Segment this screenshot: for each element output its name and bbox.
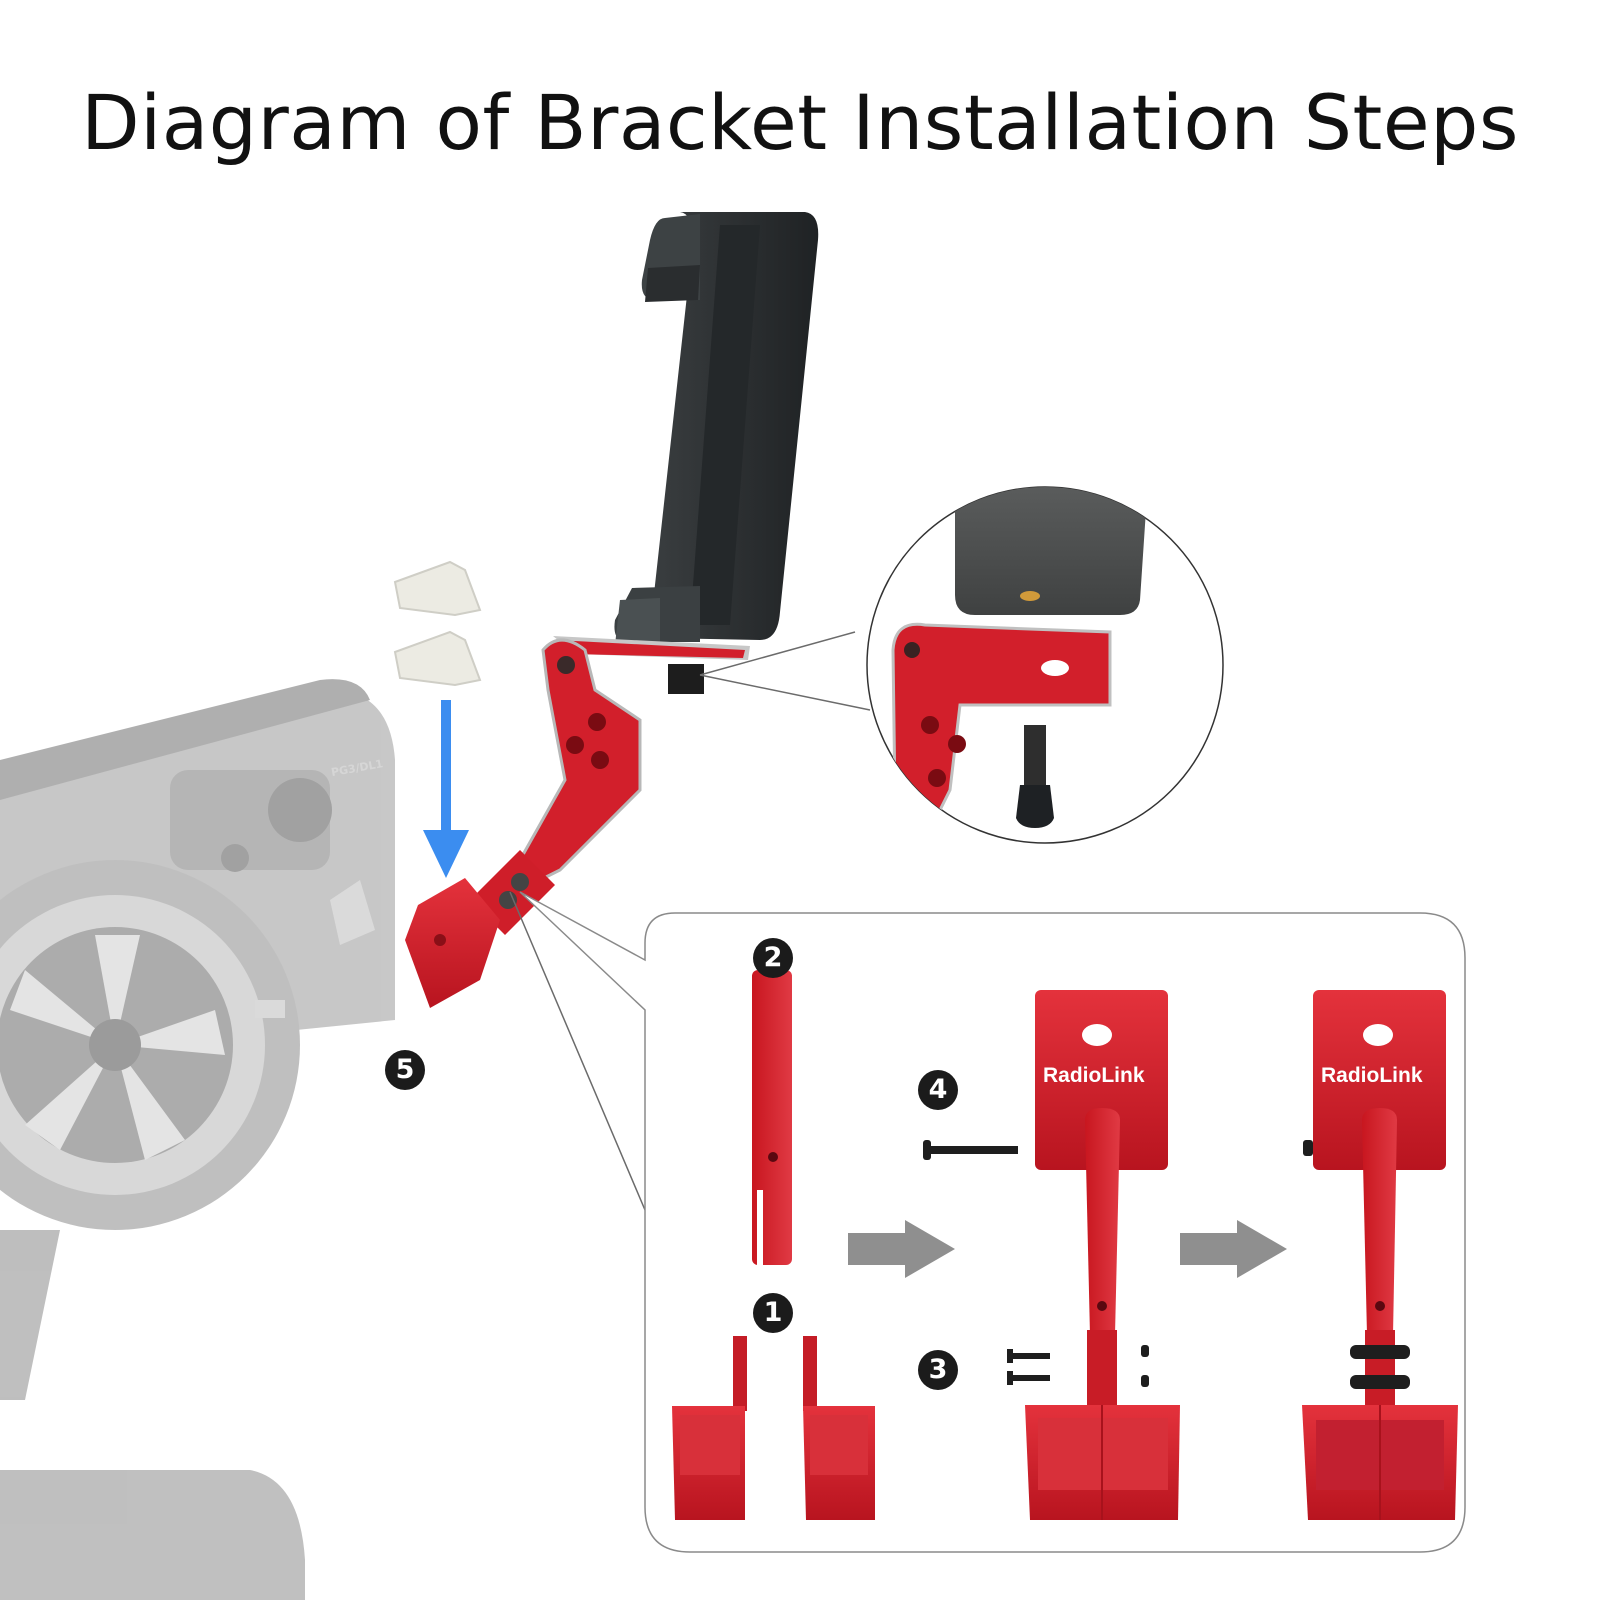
down-arrow-icon <box>423 700 469 878</box>
mount-knob <box>668 664 704 694</box>
assembly-final <box>1302 990 1458 1520</box>
assembly-middle <box>923 990 1180 1520</box>
foam-pads <box>393 560 482 687</box>
phone-holder-icon <box>614 212 819 694</box>
page-title: Diagram of Bracket Installation Steps <box>81 78 1519 167</box>
brand-label-final: RadioLink <box>1321 1064 1423 1087</box>
bracket-arm-icon <box>405 636 750 1008</box>
radio-controller <box>0 679 395 1600</box>
step-number-one: 1 <box>753 1293 793 1333</box>
screw-icon <box>1016 725 1054 828</box>
right-arrow-icon-2 <box>1180 1220 1287 1278</box>
clip-block <box>405 878 500 1008</box>
step-number-two: 2 <box>753 938 793 978</box>
long-screw-icon <box>923 1140 1018 1160</box>
brand-label-middle: RadioLink <box>1043 1064 1145 1087</box>
zoom-detail <box>699 486 1224 844</box>
right-arrow-icon <box>848 1220 955 1278</box>
step-number-five: 5 <box>385 1050 425 1090</box>
arm-piece <box>752 970 792 1265</box>
base-halves <box>672 1336 875 1520</box>
step-number-three: 3 <box>918 1350 958 1390</box>
step-number-four: 4 <box>918 1070 958 1110</box>
short-screws-icon <box>1007 1345 1149 1387</box>
